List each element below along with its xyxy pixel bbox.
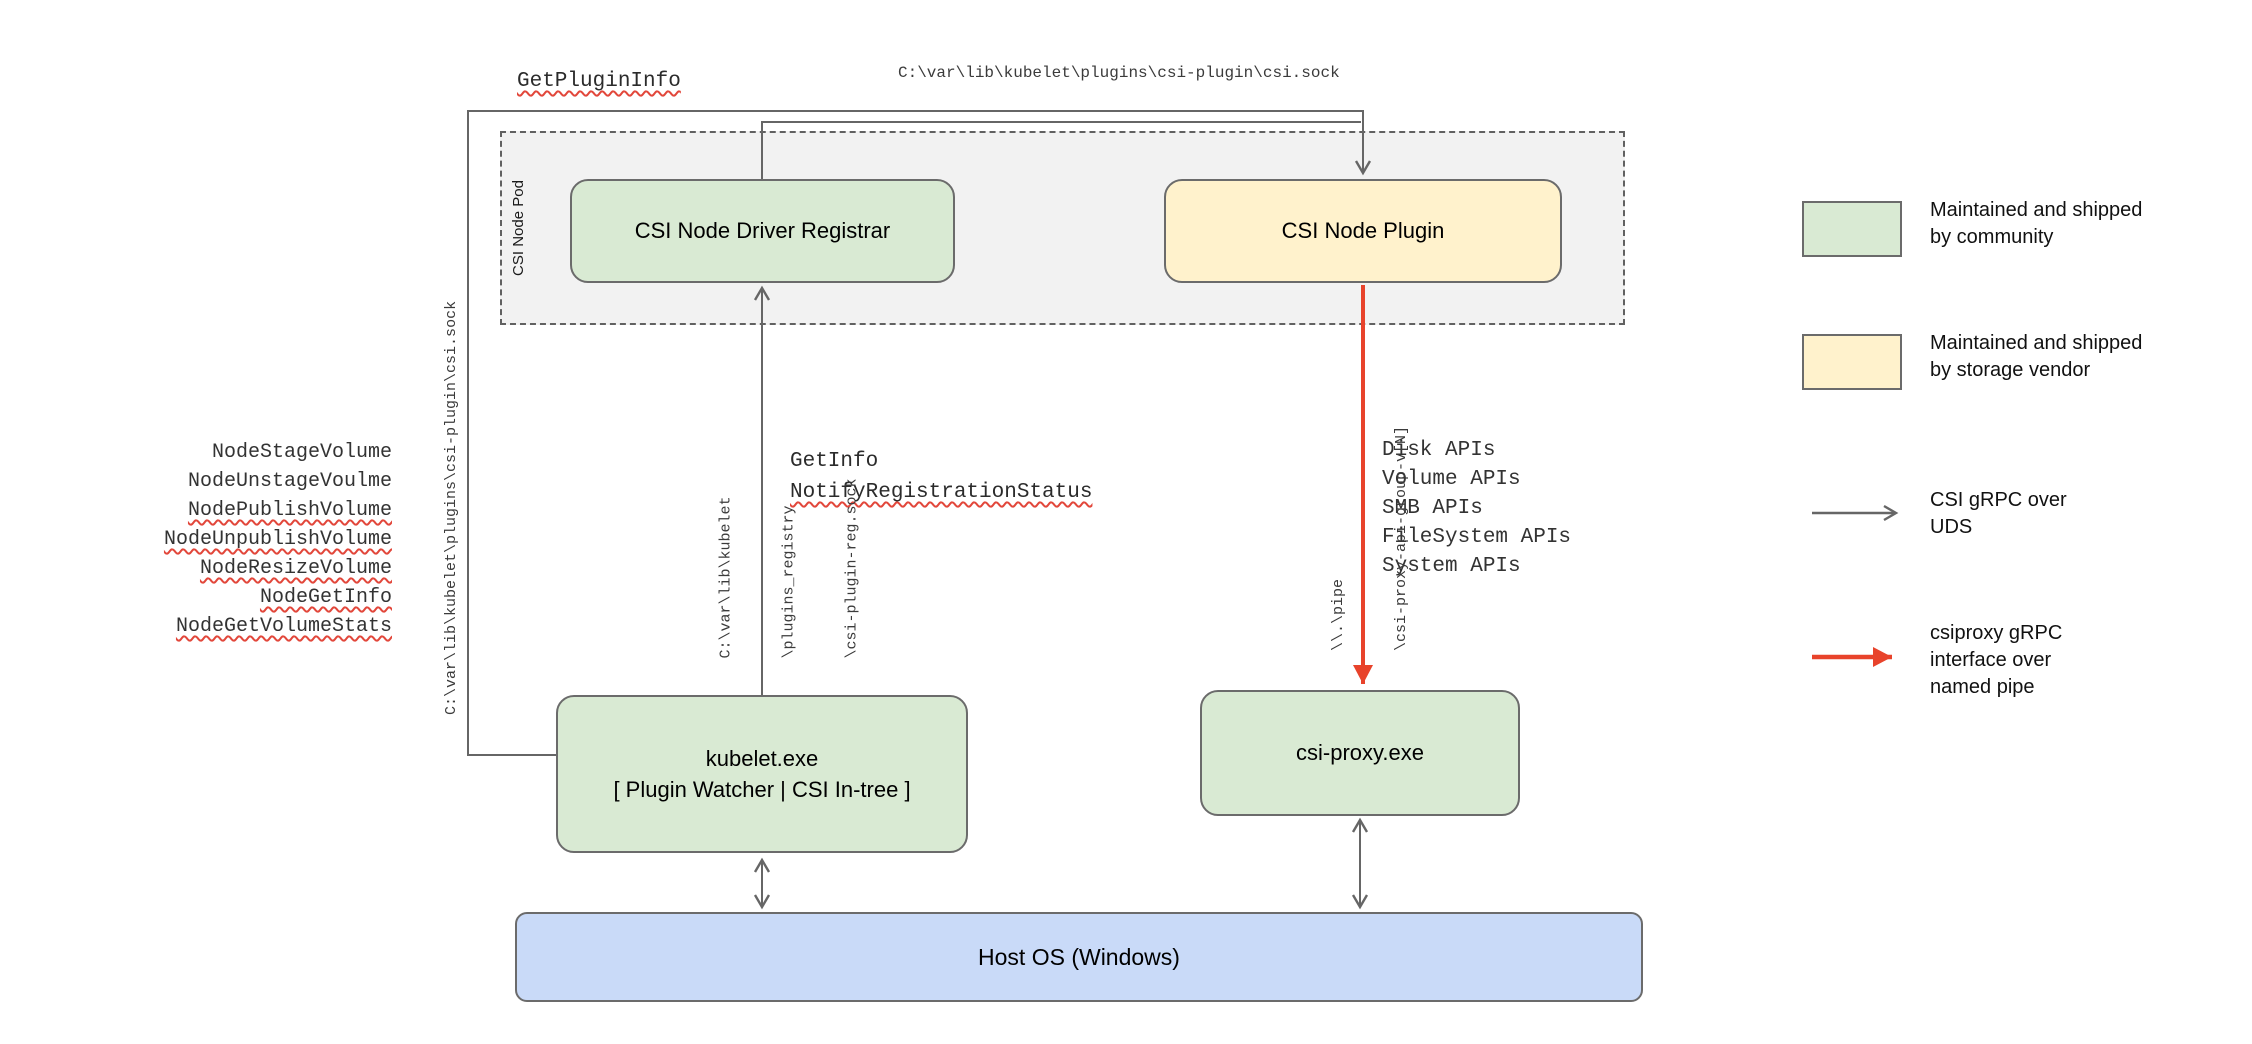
node-host-os: Host OS (Windows) — [515, 912, 1643, 1002]
node-method-item: NodeResizeVolume — [199, 557, 392, 580]
api-list-item: System APIs — [1382, 555, 1521, 578]
legend-community-swatch — [1802, 201, 1902, 257]
node-method-item: NodeGetInfo — [259, 586, 392, 609]
api-list-item: Volume APIs — [1382, 468, 1521, 491]
node-csi-proxy: csi-proxy.exe — [1200, 690, 1520, 816]
registry-sock-path-label: C:\var\lib\kubelet \plugins_registry \cs… — [674, 459, 861, 659]
legend-uds-line2: UDS — [1930, 516, 1973, 538]
legend-uds-text: CSI gRPC over UDS — [1930, 487, 2067, 541]
api-list-item: FileSystem APIs — [1382, 526, 1572, 549]
node-method-item: NodeStageVolume — [211, 441, 392, 464]
hostos-label: Host OS (Windows) — [978, 943, 1180, 970]
node-methods-list: NodeStageVolume NodeUnstageVoulme NodePu… — [90, 438, 392, 641]
node-method-item: NodePublishVolume — [187, 499, 392, 522]
legend-vendor-swatch — [1802, 334, 1902, 390]
node-method-item: NodeUnstageVoulme — [187, 470, 392, 493]
registry-sock-path-line: \csi-plugin-reg.sock — [843, 478, 861, 659]
registrar-label: CSI Node Driver Registrar — [634, 218, 891, 243]
legend-community-text: Maintained and shipped by community — [1930, 197, 2142, 251]
node-kubelet: kubelet.exe [ Plugin Watcher | CSI In-tr… — [556, 695, 968, 853]
csi-node-pod-label: CSI Node Pod — [510, 180, 527, 276]
legend-namedpipe-text: csiproxy gRPC interface over named pipe — [1930, 620, 2062, 701]
legend-uds-line1: CSI gRPC over — [1930, 489, 2067, 511]
plugin-label: CSI Node Plugin — [1281, 218, 1445, 243]
named-pipe-path-label: \\.\pipe \csi-proxy-api-group-v[N] — [1286, 391, 1410, 651]
csiproxy-label: csi-proxy.exe — [1296, 740, 1424, 765]
legend-vendor-line1: Maintained and shipped — [1930, 332, 2143, 354]
node-csi-node-plugin: CSI Node Plugin — [1164, 179, 1562, 283]
kubelet-label-line2: [ Plugin Watcher | CSI In-tree ] — [613, 777, 911, 802]
get-plugin-info-label: GetPluginInfo — [517, 70, 681, 93]
csi-sock-path-left-label: C:\var\lib\kubelet\plugins\csi-plugin\cs… — [443, 300, 460, 715]
named-pipe-path-line: \\.\pipe — [1330, 578, 1347, 651]
legend-community-line1: Maintained and shipped — [1930, 199, 2143, 221]
node-method-item: NodeGetVolumeStats — [175, 615, 392, 638]
api-list-item: Disk APIs — [1382, 439, 1496, 462]
node-method-item: NodeUnpublishVolume — [163, 528, 392, 551]
legend-vendor-text: Maintained and shipped by storage vendor — [1930, 330, 2142, 384]
legend-namedpipe-line2: interface over — [1930, 649, 2052, 671]
kubelet-label-line1: kubelet.exe — [705, 746, 819, 771]
named-pipe-path-line: \csi-proxy-api-group-v[N] — [1393, 425, 1410, 651]
kubelet-label: kubelet.exe [ Plugin Watcher | CSI In-tr… — [613, 743, 910, 805]
api-list-item: SMB APIs — [1382, 497, 1483, 520]
registry-sock-path-line: \plugins_registry — [780, 505, 798, 659]
csi-sock-path-top-label: C:\var\lib\kubelet\plugins\csi-plugin\cs… — [898, 64, 1340, 82]
legend-community-line2: by community — [1930, 226, 2054, 248]
csi-proxy-api-list: Disk APIs Volume APIs SMB APIs FileSyste… — [1382, 436, 1571, 581]
legend-vendor-line2: by storage vendor — [1930, 359, 2091, 381]
legend-namedpipe-line1: csiproxy gRPC — [1930, 622, 2063, 644]
node-csi-node-driver-registrar: CSI Node Driver Registrar — [570, 179, 955, 283]
legend-namedpipe-line3: named pipe — [1930, 676, 2035, 698]
registry-sock-path-line: C:\var\lib\kubelet — [717, 496, 735, 659]
